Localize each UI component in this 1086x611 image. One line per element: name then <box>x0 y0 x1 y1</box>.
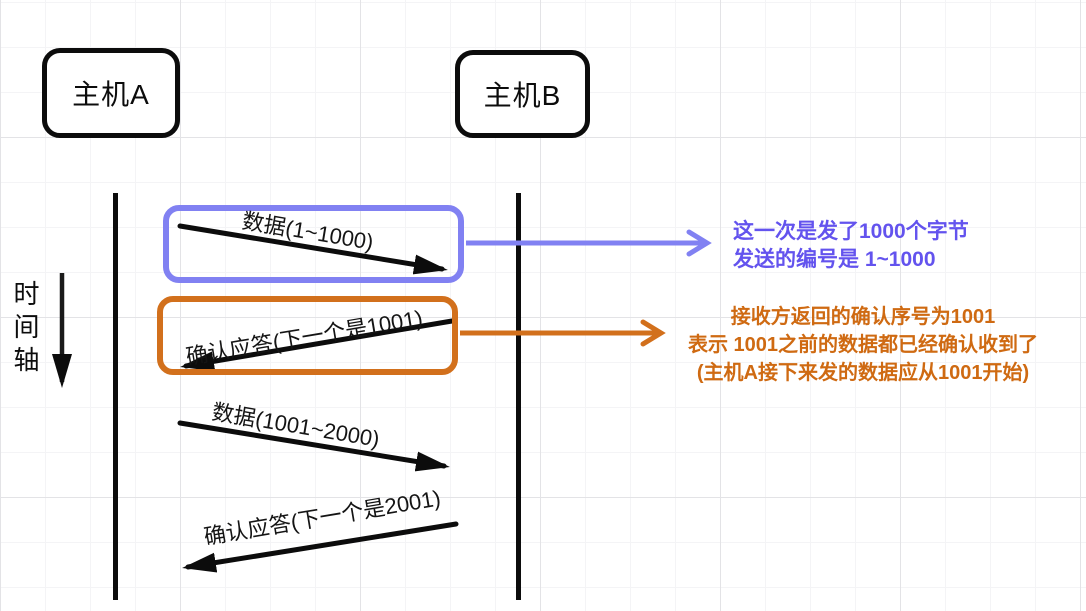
message-label-ack-2001: 确认应答(下一个是2001) <box>202 485 443 550</box>
annotation-orange-line-3: (主机A接下来发的数据应从1001开始) <box>696 362 1030 384</box>
host-a-label: 主机A <box>72 79 150 110</box>
highlight-box-purple <box>163 205 464 283</box>
host-b-lifeline <box>516 193 521 600</box>
host-b-box: 主机B <box>455 50 590 138</box>
time-axis-label: 时间轴 <box>10 280 40 379</box>
message-label-data-1001-2000: 数据(1001~2000) <box>210 399 382 452</box>
host-a-box: 主机A <box>42 48 180 138</box>
highlight-box-orange <box>157 296 458 375</box>
annotation-purple-line-2: 发送的编号是 1~1000 <box>733 248 936 271</box>
host-a-lifeline <box>113 193 118 600</box>
annotation-orange-line-2: 表示 1001之前的数据都已经确认收到了 <box>687 334 1039 356</box>
annotation-purple-note: 这一次是发了1000个字节 发送的编号是 1~1000 <box>733 218 969 274</box>
annotation-purple-line-1: 这一次是发了1000个字节 <box>733 220 969 243</box>
annotation-orange-note: 接收方返回的确认序号为1001 表示 1001之前的数据都已经确认收到了 (主机… <box>640 303 1086 387</box>
host-b-label: 主机B <box>483 80 562 111</box>
annotation-orange-line-1: 接收方返回的确认序号为1001 <box>730 306 996 328</box>
